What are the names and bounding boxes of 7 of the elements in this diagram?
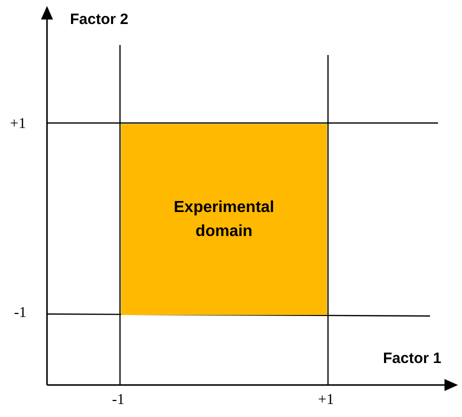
tick-label: -1 <box>14 306 26 321</box>
domain-region: Experimental domain <box>121 124 327 315</box>
tick-label: +1 <box>10 117 26 132</box>
axis-title: Factor 1 <box>383 351 442 366</box>
tick-label: -1 <box>112 393 124 408</box>
tick-label: +1 <box>318 393 334 408</box>
axis-title: Factor 2 <box>70 12 128 27</box>
